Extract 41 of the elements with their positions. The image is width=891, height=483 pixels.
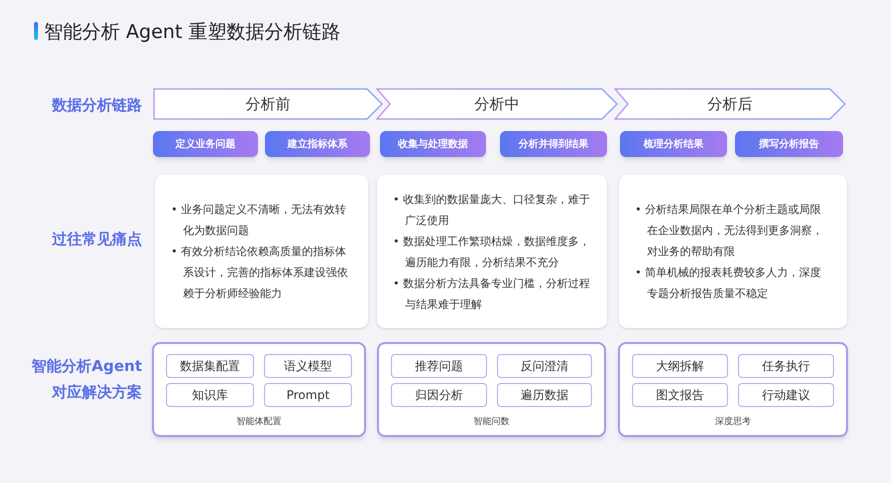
step-button: 收集与处理数据 [380, 131, 486, 157]
feature-tag: 行动建议 [738, 383, 834, 407]
solution-panel [377, 342, 606, 437]
bullet-text: • 收集到的数据量庞大、口径复杂，难于广泛使用 [393, 192, 591, 228]
pain-point-card [155, 175, 368, 328]
stage-label: 分析后 [708, 94, 752, 115]
feature-tag: 知识库 [166, 383, 254, 407]
row-label: 过往常见痛点 [51, 229, 142, 250]
bullet-text: • 数据处理工作繁琐枯燥，数据维度多，遍历能力有限，分析结果不充分 [393, 234, 591, 270]
panel-caption: 深度思考 [714, 416, 752, 428]
step-button: 撰写分析报告 [735, 131, 843, 157]
feature-tag: 归因分析 [391, 383, 486, 407]
title: 智能分析 Agent 重塑数据分析链路 [44, 20, 340, 45]
panel-caption: 智能问数 [472, 416, 510, 428]
feature-tag: 推荐问题 [391, 354, 486, 378]
pain-point-card [377, 175, 607, 328]
row-label: 数据分析链路 [50, 95, 142, 116]
bullet-text: • 业务问题定义不清晰，无法有效转化为数据问题 [171, 202, 347, 239]
bullet-text: • 简单机械的报表耗费较多人力，深度专题分析报告质量不稳定 [635, 265, 822, 302]
row-label: 智能分析Agent对应解决方案 [30, 356, 142, 403]
feature-tag: 反问澄清 [496, 354, 592, 378]
feature-tag: Prompt [264, 383, 352, 407]
feature-tag: 数据集配置 [166, 354, 254, 378]
stage-label: 分析中 [474, 94, 520, 115]
feature-tag: 语义模型 [264, 354, 352, 378]
step-button: 定义业务问题 [153, 131, 258, 157]
step-button: 建立指标体系 [265, 131, 370, 157]
step-button: 梳理分析结果 [620, 131, 727, 157]
step-button: 分析并得到结果 [500, 131, 607, 157]
panel-caption: 智能体配置 [236, 416, 282, 428]
feature-tag: 任务执行 [738, 354, 834, 378]
bullet-text: • 有效分析结论依赖高质量的指标体系设计，完善的指标体系建设强依赖于分析师经验能力 [171, 244, 349, 302]
solution-panel [152, 342, 366, 437]
solution-panel [618, 342, 848, 437]
feature-tag: 遍历数据 [496, 383, 592, 407]
bullet-text: • 数据分析方法具备专业门槛，分析过程与结果难于理解 [393, 276, 591, 312]
pain-point-card [619, 175, 847, 328]
stage-label: 分析前 [246, 94, 290, 115]
feature-tag: 大纲拆解 [632, 354, 728, 378]
feature-tag: 图文报告 [632, 383, 728, 407]
bullet-text: • 分析结果局限在单个分析主题或局限在企业数据内，无法得到更多洞察，对业务的帮助有限 [635, 202, 824, 260]
